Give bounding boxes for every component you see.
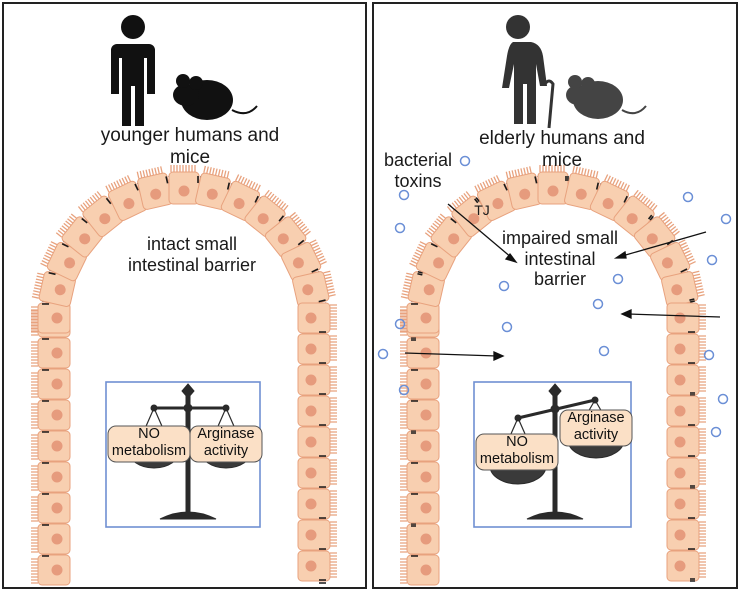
young-subject-label: younger humans and mice [100, 125, 280, 168]
left-arginase-label: Arginase activity [197, 426, 255, 459]
epithelial-cell [400, 430, 440, 462]
young-human-icon [111, 15, 155, 126]
epithelial-cell [297, 519, 337, 553]
toxin-dot [703, 349, 715, 361]
left-no-metabolism-label: NO metabolism [111, 426, 187, 459]
epithelial-cell [650, 239, 696, 282]
toxin-dot [706, 254, 718, 266]
toxin-dot [459, 155, 471, 167]
epithelial-cell [666, 364, 706, 396]
intact-barrier-label: intact small intestinal barrier [127, 234, 257, 275]
pan-box-right-no [475, 433, 559, 471]
toxin-dot [398, 384, 410, 396]
toxin-dots [377, 155, 732, 438]
epithelial-cell [31, 397, 71, 431]
epithelial-cell [297, 364, 337, 398]
villus-impaired [400, 165, 706, 586]
toxin-dot [501, 321, 513, 333]
epithelial-cell [400, 459, 440, 493]
balance-frame-right [473, 381, 632, 528]
pan-box-right-arginase [559, 409, 633, 447]
epithelial-cell [105, 175, 148, 221]
toxin-dot [398, 189, 410, 201]
epithelial-cell [666, 488, 706, 522]
epithelial-cell [666, 550, 706, 582]
toxin-dot [710, 426, 722, 438]
toxin-dot [498, 280, 510, 292]
epithelial-cell [31, 300, 71, 334]
epithelial-cell [292, 270, 336, 307]
elderly-human-icon [502, 15, 555, 129]
toxin-dot [377, 348, 389, 360]
toxin-dot [682, 191, 694, 203]
elderly-subject-label: elderly humans and mice [479, 128, 645, 171]
toxin-dot [592, 298, 604, 310]
impaired-barrier-label: impaired small intestinal barrier [501, 228, 619, 290]
epithelial-cell [400, 552, 440, 586]
pan-box-left-arginase [189, 425, 263, 463]
epithelial-cell [666, 395, 706, 429]
right-arginase-label: Arginase activity [567, 410, 625, 443]
epithelial-cell [297, 488, 337, 522]
toxin-dot [612, 273, 624, 285]
epithelial-cell [400, 523, 440, 555]
epithelial-cell [31, 459, 71, 493]
tight-junction-label: TJ [474, 202, 490, 218]
toxin-dot [394, 222, 406, 234]
toxin-dot [598, 345, 610, 357]
epithelial-cell [31, 335, 71, 369]
epithelial-cell [666, 333, 706, 367]
epithelial-cell [297, 457, 337, 491]
toxin-arrows [404, 203, 721, 362]
epithelial-cell [31, 490, 71, 524]
epithelial-cell [31, 428, 71, 462]
elderly-mouse-icon [566, 75, 647, 119]
epithelial-cell [666, 302, 706, 336]
epithelial-cell [537, 165, 569, 205]
epithelial-cell [474, 175, 517, 221]
toxin-dot [717, 393, 729, 405]
epithelial-cell [297, 395, 337, 429]
right-no-metabolism-label: NO metabolism [479, 434, 555, 467]
toxin-dot [394, 318, 406, 330]
epithelial-cell [297, 426, 337, 460]
epithelial-cell [666, 426, 706, 460]
epithelial-cell [297, 333, 337, 367]
epithelial-cell [400, 490, 440, 524]
toxin-dot [720, 213, 732, 225]
epithelial-cell [297, 550, 337, 584]
epithelial-cell [297, 302, 337, 336]
young-mouse-icon [173, 74, 258, 120]
epithelial-cell [31, 552, 71, 586]
epithelial-cell [661, 270, 705, 307]
epithelial-cell [31, 366, 71, 400]
bacterial-toxins-label: bacterial toxins [383, 150, 453, 191]
epithelial-cell [168, 165, 202, 205]
epithelial-cell [666, 519, 706, 553]
epithelial-cell [400, 397, 440, 431]
epithelial-cell [31, 521, 71, 555]
epithelial-cell [31, 269, 76, 307]
villus-intact [31, 165, 337, 586]
epithelial-cell [400, 300, 440, 334]
epithelial-cell [666, 457, 706, 489]
